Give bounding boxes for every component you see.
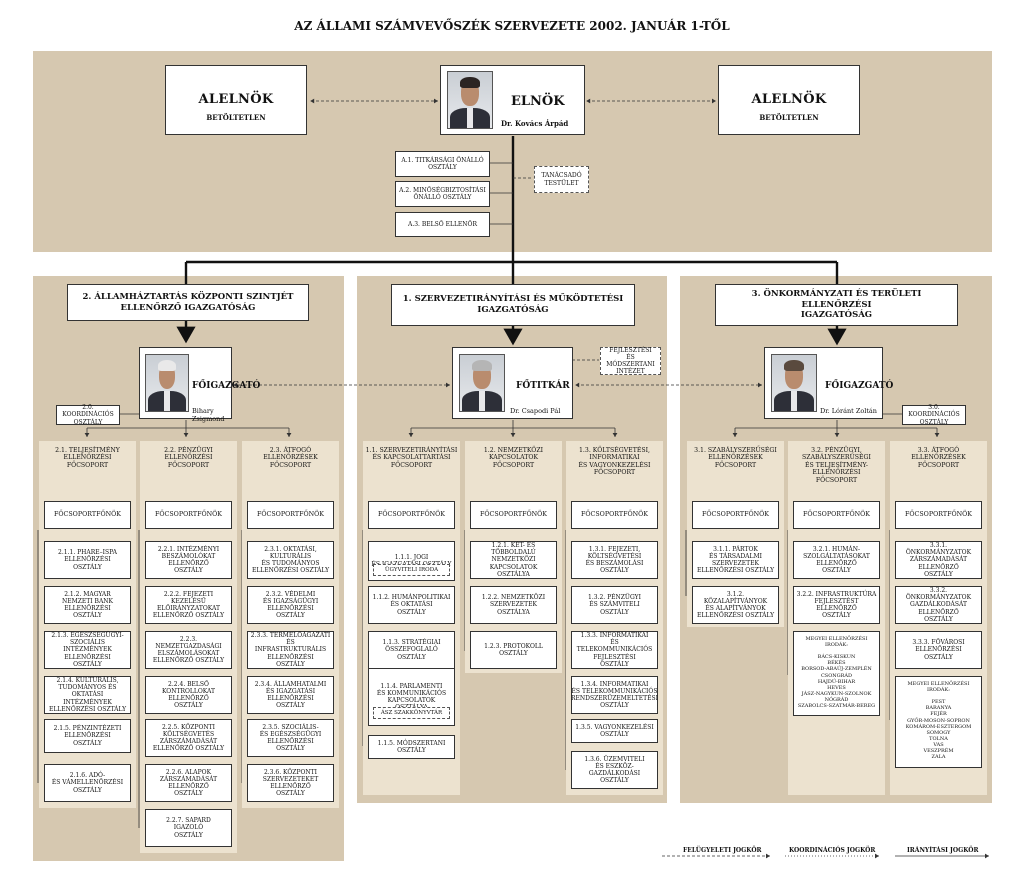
president-box: ELNÖK Dr. Kovács Árpád: [440, 65, 585, 135]
department-box: 3.1.2. KÖZALAPÍTVÁNYOK ÉS ALAPÍTVÁNYOK E…: [692, 586, 779, 624]
department-box: 3.1.1. PÁRTOK ÉS TÁRSADALMI SZERVEZETEK …: [692, 541, 779, 579]
coordination-unit-2: 2.0. KOORDINÁCIÓS OSZTÁLY: [56, 404, 120, 426]
directorate-1-title: 1. SZERVEZETIRÁNYÍTÁSI ÉS MŰKÖDTETÉSI IG…: [391, 284, 635, 326]
group-chief-box: FŐCSOPORTFŐNÖK: [44, 501, 131, 529]
department-box: 2.3.1. OKTATÁSI, KULTURÁLIS ÉS TUDOMÁNYO…: [247, 541, 334, 579]
department-box: 2.1.4. KULTURÁLIS, TUDOMÁNYOS ÉS OKTATÁS…: [44, 676, 131, 714]
department-box: 2.2.2. FEJEZETI KEZELÉSŰ ELŐIRÁNYZATOKAT…: [145, 586, 232, 624]
department-box: 2.1.1. PHARE–ISPA ELLENŐRZÉSI OSZTÁLY: [44, 541, 131, 579]
department-box: 2.2.6. ALAPOK ZÁRSZÁMADÁSÁT ELLENŐRZŐ OS…: [145, 764, 232, 802]
legend-control: IRÁNYÍTÁSI JOGKÖR: [907, 847, 979, 854]
unit-a2: A.2. MINŐSÉGBIZTOSÍTÁSI ÖNÁLLÓ OSZTÁLY: [395, 181, 490, 207]
department-box: 1.3.3. INFORMATIKAI ÉS TELEKOMMUNIKÁCIÓS…: [571, 631, 658, 669]
department-box: 3.3.1. ÖNKORMÁNYZATOK ZÁRSZÁMADÁSÁT ELLE…: [895, 541, 982, 579]
unit-a1: A.1. TITKÁRSÁGI ÖNÁLLÓ OSZTÁLY: [395, 151, 490, 177]
director-general-3-title: FŐIGAZGATÓ: [825, 381, 894, 391]
vice-president-left: ALELNÖK BETÖLTETLEN: [165, 65, 307, 135]
group-title: 2.1. TELJESÍTMÉNY ELLENŐRZÉSI FŐCSOPORT: [55, 447, 120, 469]
director-general-3-name: Dr. Lóránt Zoltán: [820, 407, 877, 415]
department-box: 3.2.2. INFRASTRUKTÚRA FEJLESZTÉST ELLENŐ…: [793, 586, 880, 624]
president-title: ELNÖK: [511, 94, 565, 109]
director-general-2-name: Bihary Zsigmond: [192, 407, 225, 423]
director-general-2: FŐIGAZGATÓ Bihary Zsigmond: [139, 347, 260, 423]
group-chief-box: FŐCSOPORTFŐNÖK: [571, 501, 658, 529]
vice-president-right-title: ALELNÖK: [751, 92, 827, 107]
department-box: 1.3.6. ÜZEMVITELI ÉS ESZKÖZ- GAZDÁLKODÁS…: [571, 751, 658, 789]
department-box: 1.1.2. HUMÁNPOLITIKAI ÉS OKTATÁSI OSZTÁL…: [368, 586, 455, 624]
director-general-2-photo: [145, 354, 189, 412]
department-box: 1.3.5. VAGYONKEZELÉSI OSZTÁLY: [571, 719, 658, 743]
vice-president-right-status: BETÖLTETLEN: [759, 113, 819, 122]
department-box: 2.3.5. SZOCIÁLIS- ÉS EGÉSZSÉGÜGYI ELLENŐ…: [247, 719, 334, 757]
department-box: 2.3.3. TERMELŐÁGAZATI ÉS INFRASTRUKTURÁL…: [247, 631, 334, 669]
department-box: 2.1.2. MAGYAR NEMZETI BANK ELLENŐRZÉSI O…: [44, 586, 131, 624]
group-title: 3.2. PÉNZÜGYI, SZABÁLYSZERŰSÉGI ÉS TELJE…: [802, 447, 871, 484]
department-box: 2.2.5. KÖZPONTI KÖLTSÉGVETÉS ZÁRSZÁMADÁS…: [145, 719, 232, 757]
department-box: 2.2.1. INTÉZMÉNYI BESZÁMOLÓKAT ELLENŐRZŐ…: [145, 541, 232, 579]
group-chief-box: FŐCSOPORTFŐNÖK: [247, 501, 334, 529]
department-box: 2.2.4. BELSŐ KONTROLLOKAT ELLENŐRZŐ OSZT…: [145, 676, 232, 714]
department-box: 2.1.3. EGÉSZSÉGÜGYI- SZOCIÁLIS INTÉZMÉNY…: [44, 631, 131, 669]
group-title: 1.1. SZERVEZETIRÁNYÍTÁSI ÉS KAPCSOLATTAR…: [365, 447, 458, 469]
group-title: 1.2. NEMZETKÖZI KAPCSOLATOK FŐCSOPORT: [483, 447, 544, 469]
department-box: 1.3.4. INFORMATIKAI ÉS TELEKOMMUNIKÁCIÓS…: [571, 676, 658, 714]
page-title: AZ ÁLLAMI SZÁMVEVŐSZÉK SZERVEZETE 2002. …: [294, 19, 730, 33]
group-chief-box: FŐCSOPORTFŐNÖK: [793, 501, 880, 529]
group-title: 2.3. ÁTFOGÓ ELLENŐRZÉSEK FŐCSOPORT: [263, 447, 318, 469]
development-institute: FEJLESZTÉSI ÉS MÓDSZERTANI INTÉZET: [600, 347, 661, 375]
secretary-general-title: FŐTITKÁR: [516, 381, 570, 391]
regional-offices-box: MEGYEI ELLENŐRZÉSI IRODÁK: BÁCS-KISKUN B…: [793, 631, 880, 716]
directorate-3-title: 3. ÖNKORMÁNYZATI ÉS TERÜLETI ELLENŐRZÉSI…: [715, 284, 958, 326]
advisory-board: TANÁCSADÓ TESTÜLET: [534, 166, 589, 193]
legend-coordination: KOORDINÁCIÓS JOGKÖR: [789, 847, 876, 854]
secretary-general-name: Dr. Csapodi Pál: [510, 407, 561, 415]
group-chief-box: FŐCSOPORTFŐNÖK: [470, 501, 557, 529]
department-box: 2.3.6. KÖZPONTI SZERVEZETEKET ELLENŐRZŐ …: [247, 764, 334, 802]
president-photo: [447, 71, 493, 129]
department-box: 1.1.3. STRATÉGIAI ÖSSZEFOGLALÓ OSZTÁLY: [368, 631, 455, 669]
vice-president-right: ALELNÖK BETÖLTETLEN: [718, 65, 860, 135]
department-box: 1.2.1. KÉT- ÉS TÖBBOLDALÚ NEMZETKÖZI KAP…: [470, 541, 557, 579]
library-box: ÁSZ SZAKKÖNYVTÁR: [373, 707, 450, 719]
group-chief-box: FŐCSOPORTFŐNÖK: [895, 501, 982, 529]
department-box: 3.3.3. FŐVÁROSI ELLENŐRZÉSI OSZTÁLY: [895, 631, 982, 669]
regional-offices-box: MEGYEI ELLENŐRZÉSI IRODÁK: PEST BARANYA …: [895, 676, 982, 768]
group-title: 2.2. PÉNZÜGYI ELLENŐRZÉSI FŐCSOPORT: [164, 447, 213, 469]
group-chief-box: FŐCSOPORTFŐNÖK: [145, 501, 232, 529]
department-box: 1.3.2. PÉNZÜGYI ÉS SZÁMVITELI OSZTÁLY: [571, 586, 658, 624]
legend-supervisory: FELÜGYELETI JOGKÖR: [683, 847, 762, 854]
secretary-general: FŐTITKÁR Dr. Csapodi Pál: [452, 347, 573, 419]
directorate-2-title: 2. ÁLLAMHÁZTARTÁS KÖZPONTI SZINTJÉT ELLE…: [67, 284, 309, 321]
unit-a3: A.3. BELSŐ ELLENŐR: [395, 212, 490, 237]
vice-president-left-status: BETÖLTETLEN: [206, 113, 266, 122]
group-title: 3.1. SZABÁLYSZERŰSÉGI ELLENŐRZÉSEK FŐCSO…: [694, 447, 777, 469]
director-general-2-title: FŐIGAZGATÓ: [192, 381, 261, 391]
department-box: 3.3.2. ÖNKORMÁNYZATOK GAZDÁLKODÁSÁT ELLE…: [895, 586, 982, 624]
department-box: 2.1.6. ADÓ- ÉS VÁMELLENŐRZÉSI OSZTÁLY: [44, 764, 131, 802]
director-general-3-photo: [771, 354, 817, 412]
director-general-3: FŐIGAZGATÓ Dr. Lóránt Zoltán: [764, 347, 893, 419]
department-box: 1.1.5. MÓDSZERTANI OSZTÁLY: [368, 735, 455, 759]
group-chief-box: FŐCSOPORTFŐNÖK: [692, 501, 779, 529]
department-box: 2.2.7. SAPARD IGAZOLÓ OSZTÁLY: [145, 809, 232, 847]
group-title: 3.3. ÁTFOGÓ ELLENŐRZÉSEK FŐCSOPORT: [911, 447, 966, 469]
department-box: 1.2.2. NEMZETKÖZI SZERVEZETEK OSZTÁLYA: [470, 586, 557, 624]
department-box: 2.1.5. PÉNZINTÉZETI ELLENŐRZÉSI OSZTÁLY: [44, 719, 131, 753]
department-box: 3.2.1. HUMÁN- SZOLGÁLTATÁSOKAT ELLENŐRZŐ…: [793, 541, 880, 579]
department-box: 2.2.3. NEMZETGAZDASÁGI ELSZÁMOLÁSOKAT EL…: [145, 631, 232, 669]
group-chief-box: FŐCSOPORTFŐNÖK: [368, 501, 455, 529]
department-box: 1.3.1. FEJEZETI, KÖLTSÉGVETÉSI ÉS BESZÁM…: [571, 541, 658, 579]
department-box: 1.2.3. PROTOKOLL OSZTÁLY: [470, 631, 557, 669]
department-box: 2.3.4. ÁLLAMHATALMI ÉS IGAZGATÁSI ELLENŐ…: [247, 676, 334, 714]
coordination-unit-3: 3.0. KOORDINÁCIÓS OSZTÁLY: [902, 404, 966, 426]
secretary-general-photo: [459, 354, 505, 412]
vice-president-left-title: ALELNÖK: [198, 92, 274, 107]
sub-office-box: ÜGYVITELI IRODA: [373, 564, 450, 576]
group-title: 1.3. KÖLTSÉGVETÉSI, INFORMATIKAI ÉS VAGY…: [578, 447, 651, 477]
president-name: Dr. Kovács Árpád: [501, 119, 569, 128]
department-box: 2.3.2. VÉDELMI ÉS IGAZSÁGÜGYI ELLENŐRZÉS…: [247, 586, 334, 624]
